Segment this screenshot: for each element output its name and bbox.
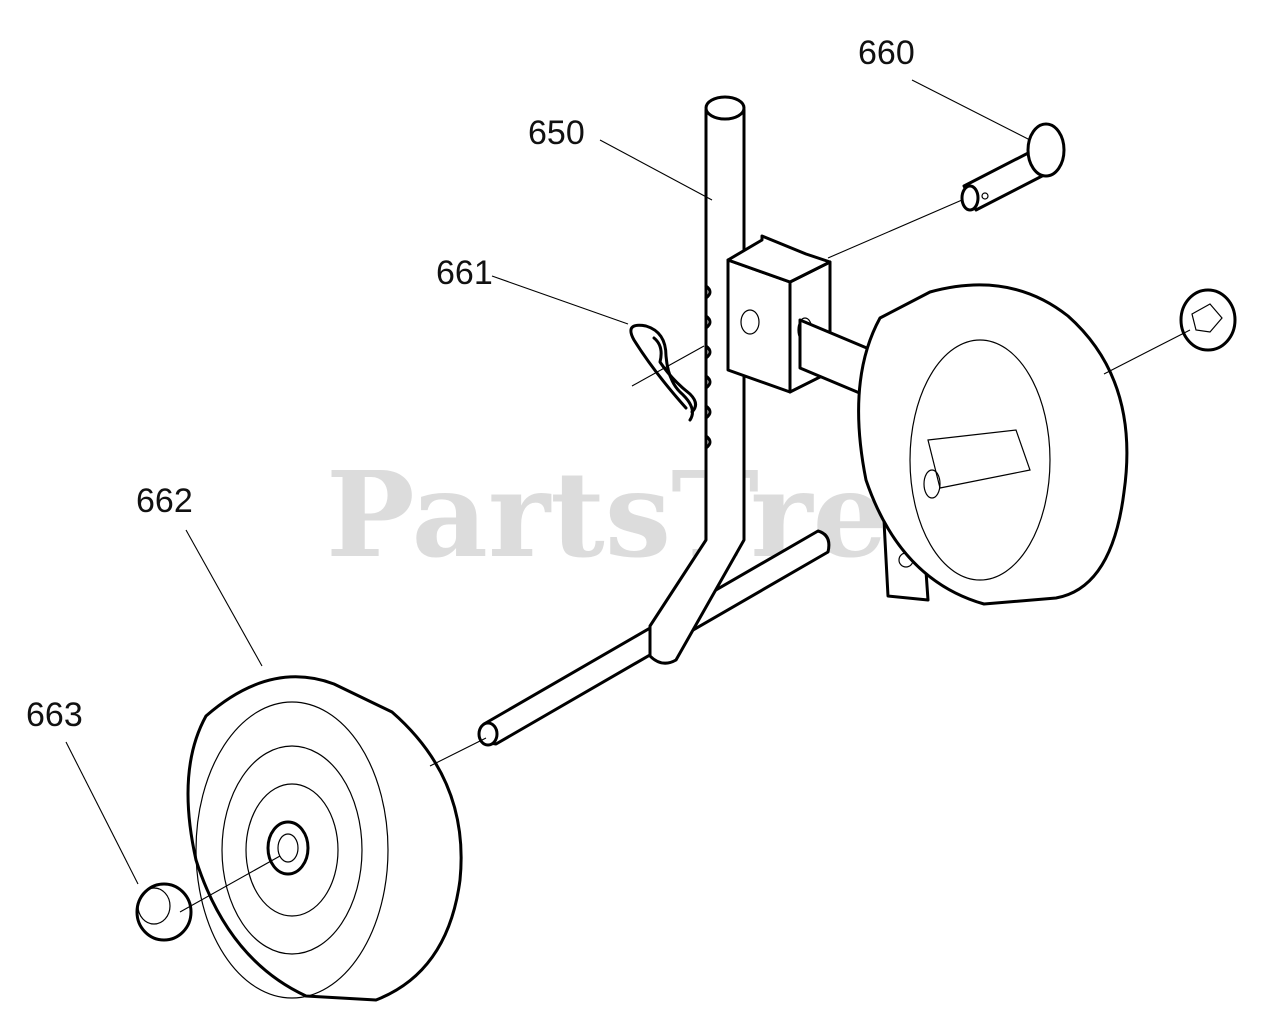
partstree-watermark: PartsTree	[326, 445, 963, 584]
hairpin-clip-661[interactable]	[629, 323, 697, 422]
clevis-pin-660[interactable]	[960, 122, 1066, 212]
callout-650: 650	[528, 114, 585, 152]
callout-663: 663	[26, 696, 83, 734]
handle-frame[interactable]	[648, 95, 746, 665]
callout-660: 660	[858, 34, 915, 72]
right-push-cap[interactable]	[1179, 288, 1237, 352]
callout-662: 662	[136, 482, 193, 520]
left-wheel[interactable]	[186, 675, 463, 1002]
callout-661: 661	[436, 254, 493, 292]
right-wheel[interactable]	[857, 283, 1129, 606]
leader-lines	[65, 79, 1191, 913]
push-cap-663[interactable]	[135, 882, 193, 942]
